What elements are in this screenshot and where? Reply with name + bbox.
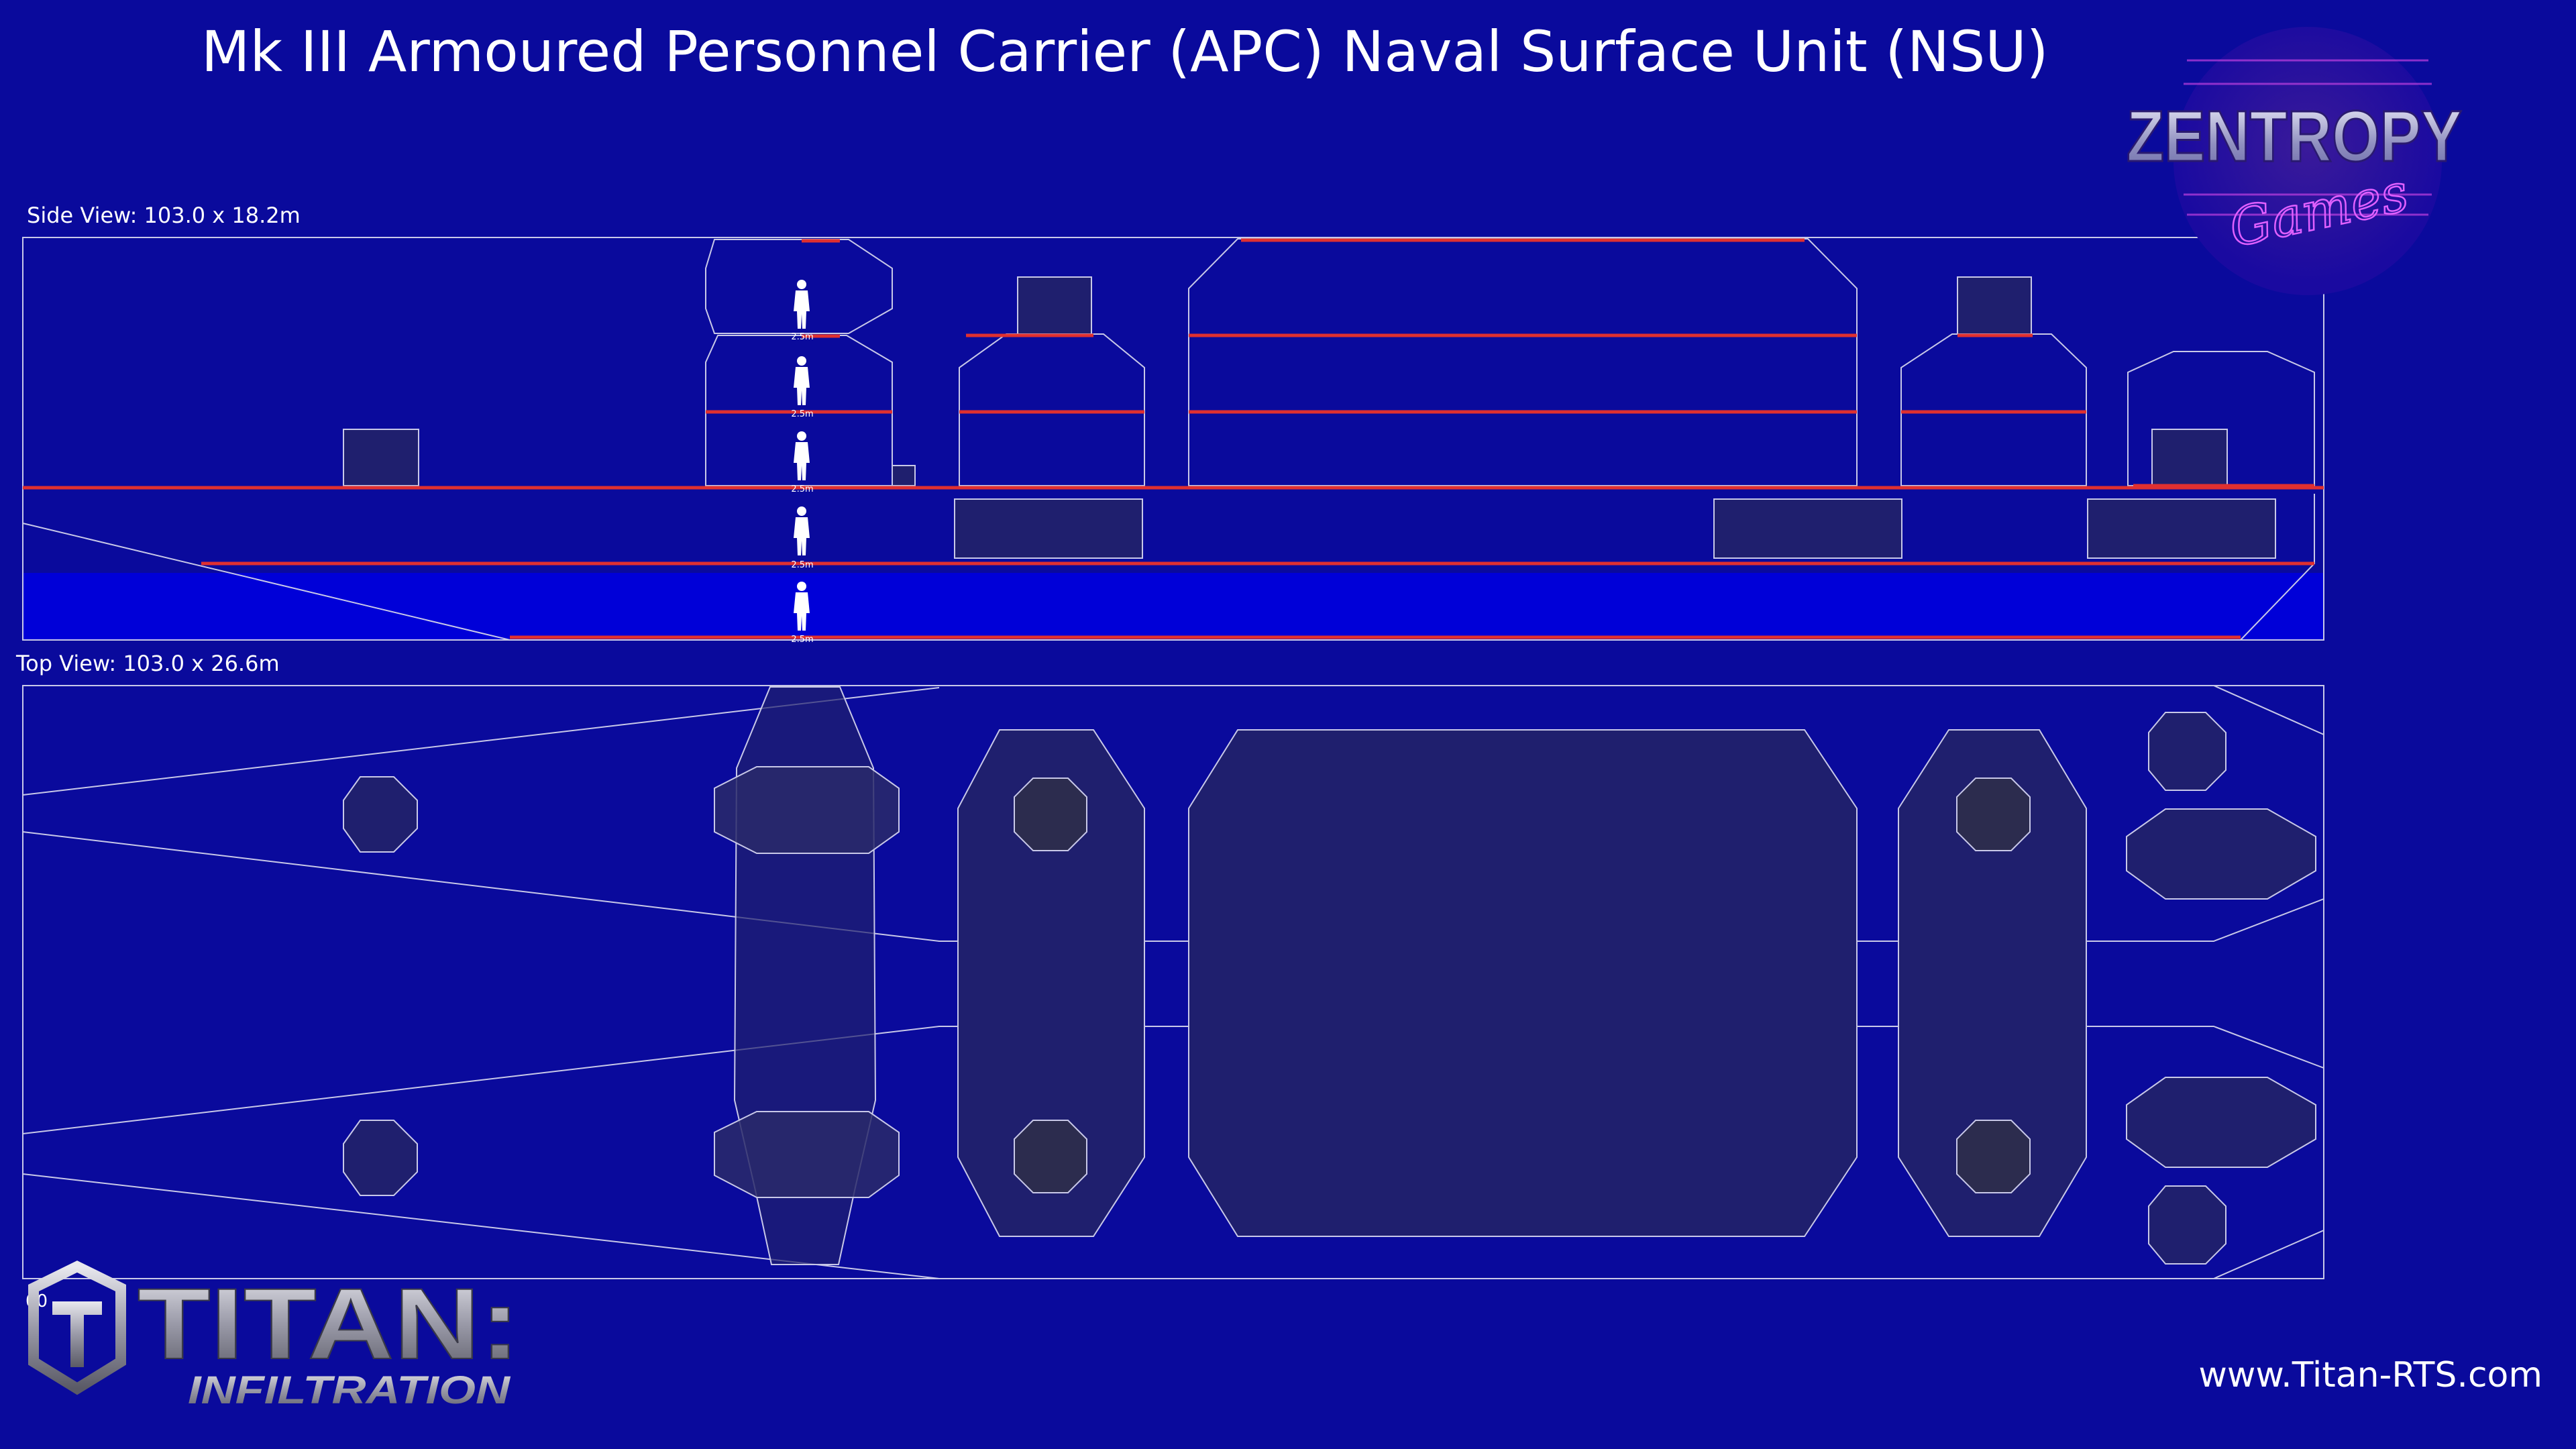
- scale-label: 2.5m: [791, 409, 813, 419]
- scale-label: 2.5m: [791, 635, 813, 645]
- forward-module-turret: [1017, 276, 1092, 335]
- upper-hull-taper: [22, 795, 2324, 942]
- top-view-label: Top View: 103.0 x 26.6m: [15, 651, 280, 676]
- top-view-frame: [22, 685, 2324, 1279]
- deck-lines: [23, 238, 2324, 639]
- hull-compartment-aft: [2087, 498, 2276, 559]
- page-title: Mk III Armoured Personnel Carrier (APC) …: [201, 19, 2049, 85]
- hull-compartment-forward: [954, 498, 1143, 559]
- zentropy-wordmark: ZENTROPY: [2127, 95, 2462, 176]
- bridge-wing-starboard: [714, 1111, 900, 1198]
- stern-module-hull: [2127, 351, 2315, 486]
- stern-lower-corner: [2213, 1230, 2324, 1279]
- stern-module-port: [2126, 808, 2316, 900]
- bow-turret-port: [343, 776, 418, 853]
- forward-turret-starboard: [1014, 1120, 1087, 1193]
- bow-turret: [343, 429, 419, 486]
- titan-emblem-icon: [28, 1260, 126, 1395]
- human-scale-figures: 2.5m 2.5m 2.5m 2.5m 2.5m: [791, 280, 814, 645]
- stern-turret: [2151, 429, 2228, 486]
- aft-turret-port: [1956, 777, 2031, 851]
- side-view-label: Side View: 103.0 x 18.2m: [27, 203, 301, 228]
- hull-compartment-mid: [1713, 498, 1902, 559]
- scale-label: 2.5m: [791, 484, 813, 494]
- top-view: [22, 685, 2324, 1279]
- human-figure: [794, 431, 810, 480]
- bridge-wing-port: [714, 766, 900, 854]
- infiltration-wordmark: INFILTRATION: [188, 1368, 511, 1412]
- human-figure: [794, 506, 810, 555]
- deck-hatch: [892, 465, 916, 486]
- website-url: www.Titan-RTS.com: [2198, 1355, 2542, 1395]
- side-view: [22, 237, 2324, 641]
- forward-module-footprint: [957, 729, 1145, 1237]
- hull-profile: [22, 494, 2315, 641]
- stern-module-starboard: [2126, 1077, 2316, 1168]
- bow-turret-starboard: [343, 1120, 418, 1196]
- human-figure: [794, 356, 810, 405]
- stern-turret-port: [2148, 712, 2226, 791]
- titan-wordmark: TITAN:: [138, 1267, 520, 1380]
- titan-infiltration-logo: TITAN: INFILTRATION: [28, 1260, 521, 1412]
- water-area: [23, 573, 2324, 640]
- scale-label: 2.5m: [791, 560, 813, 570]
- aft-module-hull: [1900, 333, 2087, 486]
- forward-turret-port: [1014, 777, 1087, 851]
- troop-bay-hull: [1188, 238, 1858, 486]
- stern-upper-corner: [2213, 685, 2324, 735]
- lower-hull-taper: [22, 1026, 2324, 1174]
- aft-turret-starboard: [1956, 1120, 2031, 1193]
- forward-module-hull: [959, 333, 1145, 486]
- aft-module-footprint: [1898, 729, 2087, 1237]
- scale-label: 2.5m: [791, 332, 813, 342]
- troop-bay-footprint: [1188, 729, 1858, 1237]
- aft-module-turret: [1957, 276, 2032, 335]
- zentropy-games-logo: ZENTROPY Games: [2126, 27, 2463, 295]
- stern-turret-starboard: [2148, 1185, 2226, 1265]
